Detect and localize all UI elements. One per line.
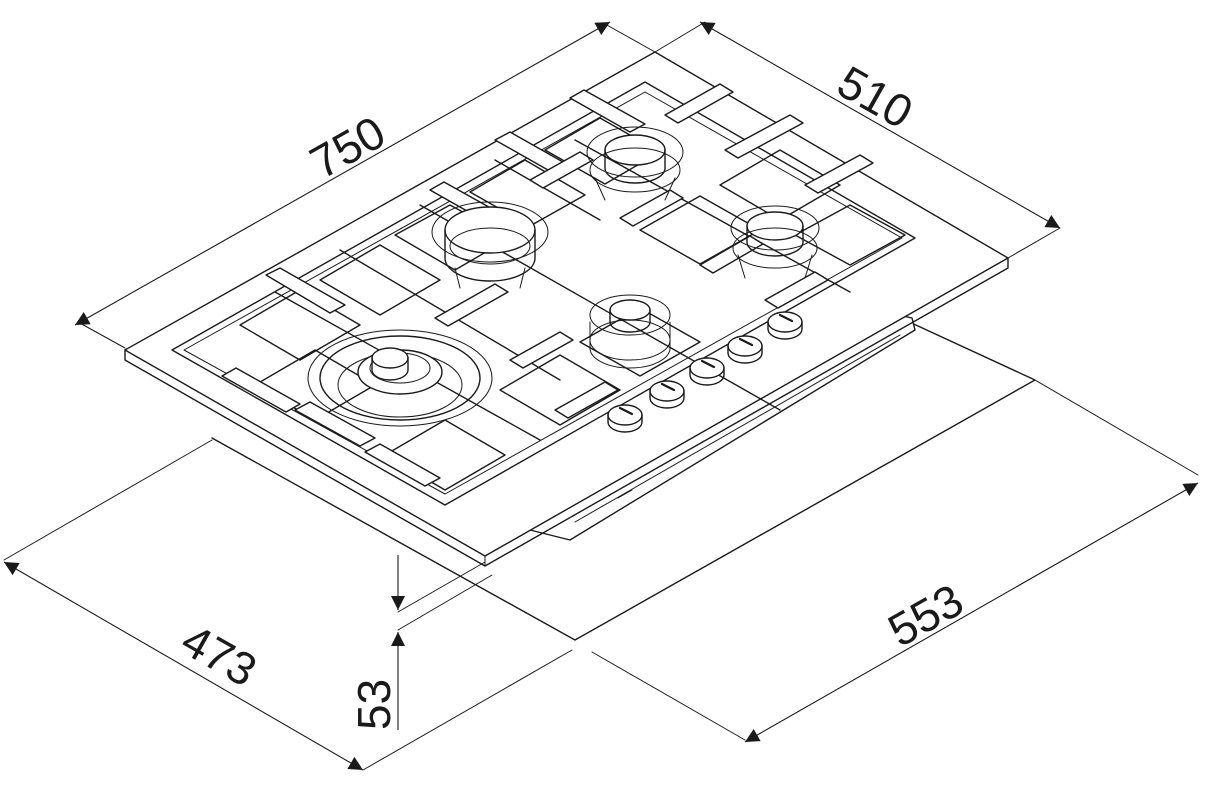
burner-large-front-left: [307, 329, 493, 427]
dimension-height-53: 53: [348, 555, 493, 730]
dimension-label-553: 553: [879, 574, 971, 657]
knob-2: [649, 380, 685, 409]
dimension-label-750: 750: [301, 106, 393, 189]
dimension-label-53: 53: [348, 679, 400, 730]
knob-3: [689, 357, 725, 386]
control-knobs: [607, 311, 803, 433]
knob-1: [607, 404, 643, 433]
dimension-label-473: 473: [173, 613, 265, 696]
dimension-label-510: 510: [829, 55, 921, 138]
knob-4: [727, 335, 763, 364]
knob-5: [767, 311, 803, 340]
